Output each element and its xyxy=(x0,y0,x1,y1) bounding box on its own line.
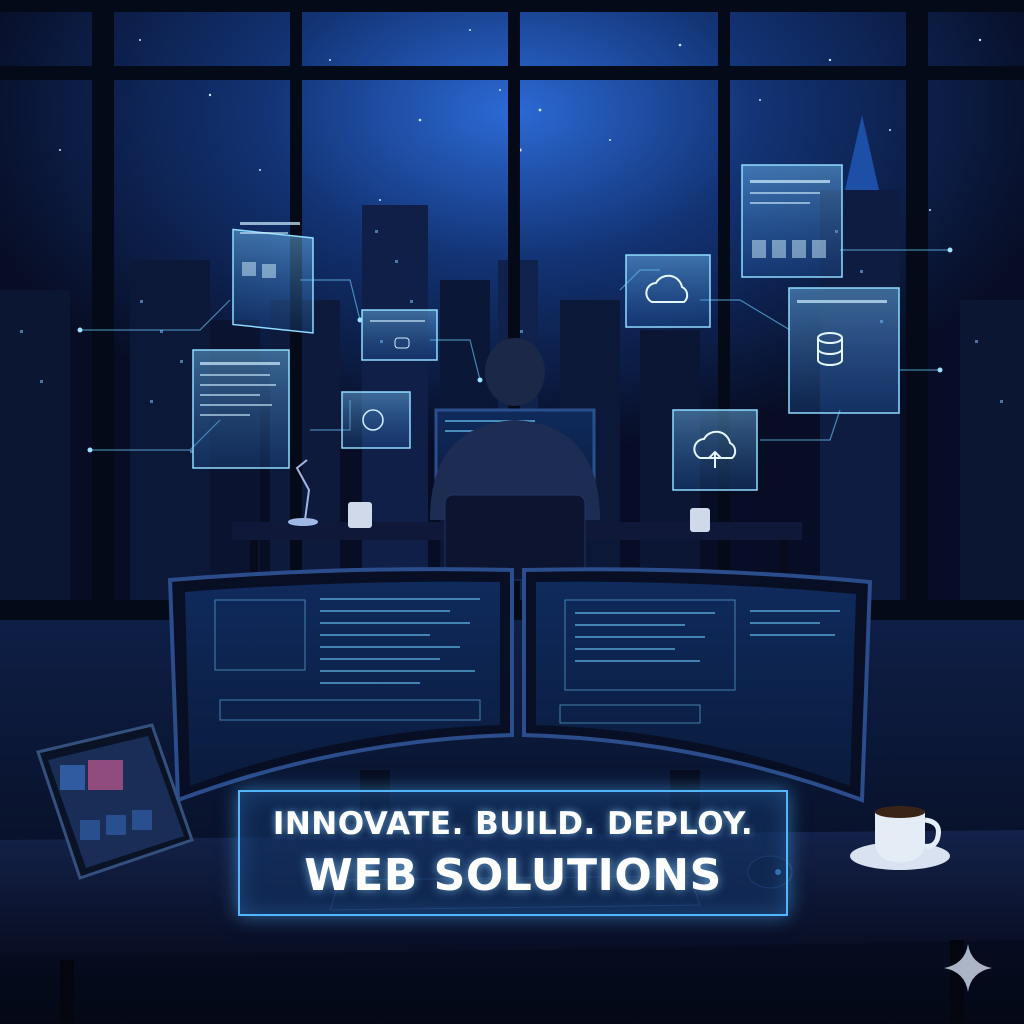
hologram-panel xyxy=(625,254,711,328)
tagline-text: INNOVATE. BUILD. DEPLOY. xyxy=(272,806,754,842)
city-lights xyxy=(20,230,1003,453)
coffee-cup xyxy=(850,806,950,870)
hologram-panel xyxy=(361,309,438,361)
coffee-mug xyxy=(690,508,710,532)
hologram-panel xyxy=(232,222,314,334)
hologram-panel xyxy=(788,287,900,414)
sparkle-icon xyxy=(944,944,992,992)
database-icon xyxy=(817,332,843,366)
headline-banner: INNOVATE. BUILD. DEPLOY. WEB SOLUTIONS xyxy=(238,790,788,916)
cloud-upload-icon xyxy=(693,430,737,468)
left-monitor xyxy=(167,567,514,810)
hologram-panel xyxy=(672,409,758,491)
desk-lamp xyxy=(288,459,318,526)
atom-icon xyxy=(362,409,384,431)
hologram-panel xyxy=(341,391,411,449)
office-chair xyxy=(444,494,586,581)
cloud-icon xyxy=(645,274,689,303)
headline-text: WEB SOLUTIONS xyxy=(304,850,722,901)
hologram-panel xyxy=(192,349,290,469)
hologram-panel xyxy=(741,164,843,278)
tablet xyxy=(36,723,194,880)
coffee-mug xyxy=(348,502,372,528)
network-nodes xyxy=(77,247,953,453)
